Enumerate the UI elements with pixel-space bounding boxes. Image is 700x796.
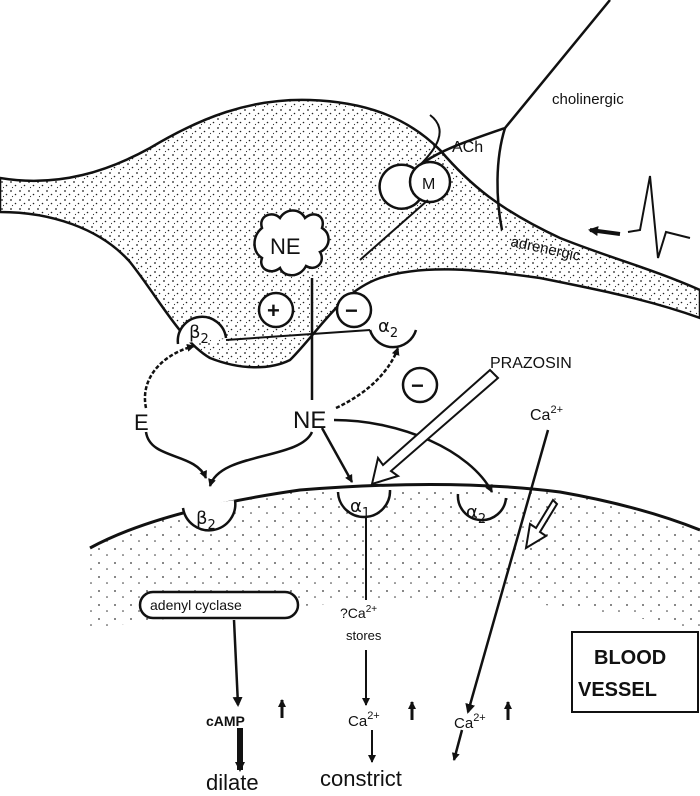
prazosin-minus-label: − (411, 373, 424, 398)
ca-right-to-constrict (454, 730, 462, 760)
e-label: E (134, 410, 149, 435)
action-potential-trace (628, 176, 690, 258)
ne-released-label: NE (293, 407, 326, 434)
ne-to-alpha2-post (334, 420, 492, 492)
ne-to-beta2-post (210, 432, 312, 486)
minus-label: − (345, 298, 358, 323)
ca-stores-label: ?Ca2+ (340, 604, 377, 621)
ca-right-label: Ca2+ (454, 712, 486, 732)
cholinergic-label: cholinergic (552, 91, 624, 108)
ca-left-label: Ca2+ (348, 710, 380, 730)
ne-to-alpha2-pre (336, 348, 398, 408)
vessel-label: VESSEL (578, 679, 657, 701)
camp-label: cAMP (206, 713, 245, 729)
ne-vesicle-label: NE (270, 234, 301, 259)
conduction-arrow (590, 230, 620, 234)
cholinergic-fiber (420, 0, 610, 165)
ca-top-label: Ca2+ (530, 404, 563, 424)
plus-label: + (267, 298, 280, 323)
cyclase-to-camp (234, 620, 238, 705)
ne-to-alpha1 (322, 428, 352, 482)
prazosin-label: PRAZOSIN (490, 355, 572, 372)
dilate-label: dilate (206, 770, 259, 795)
stores-label: stores (346, 628, 382, 643)
ach-label: ACh (452, 139, 483, 156)
adenyl-cyclase-label: adenyl cyclase (150, 597, 242, 613)
e-to-beta2-post (146, 432, 206, 478)
blood-label: BLOOD (594, 647, 666, 669)
e-to-beta2-pre (145, 346, 194, 408)
constrict-label: constrict (320, 766, 402, 791)
m-label: M (422, 176, 435, 193)
